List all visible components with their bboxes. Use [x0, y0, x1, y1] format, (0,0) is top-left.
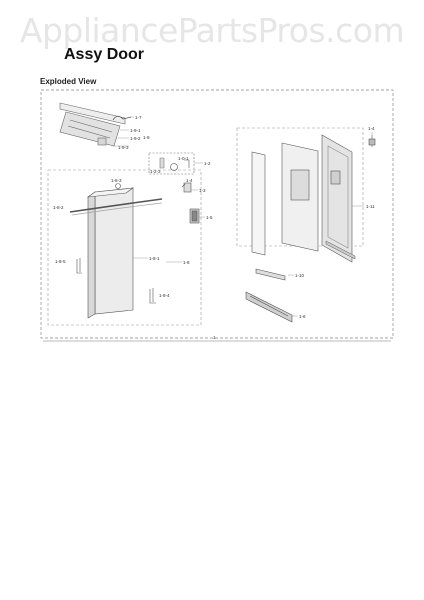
bracket-part [189, 208, 200, 224]
callout-1-8-3: 1-8-3 [111, 178, 122, 183]
gasket-strip [255, 268, 286, 281]
callout-1-4-right: 1-4 [368, 126, 375, 131]
left-group-frame [47, 169, 202, 326]
callout-1-4-left: 1-4 [186, 178, 193, 183]
callout-1-9-1: 1-9-1 [130, 128, 141, 133]
hinge-kit [148, 152, 195, 175]
callout-1-2-3: 1-2-3 [150, 169, 161, 174]
watermark: AppliancePartsPros.com [19, 11, 405, 50]
leader-lines [112, 116, 373, 317]
inner-door-liner [251, 134, 353, 263]
liner-strip [325, 240, 356, 260]
door-cap-assembly [59, 102, 126, 147]
callout-1-8-2: 1-8-2 [53, 205, 64, 210]
callout-1-9-3: 1-9-3 [118, 145, 129, 150]
callout-1-8-4: 1-8-4 [159, 293, 170, 298]
callout-1-7: 1-7 [135, 115, 142, 120]
callout-1-8: 1-8 [183, 260, 190, 265]
callout-1-10: 1-10 [295, 273, 305, 278]
callout-1-3: 1-3 [199, 188, 206, 193]
callout-1-9-2: 1-9-2 [130, 136, 141, 141]
hinge-cap-part [368, 135, 376, 147]
callout-1-5: 1-5 [206, 215, 213, 220]
outer-frame [40, 89, 394, 339]
callout-1: 1 [213, 335, 216, 340]
door-panel-assembly [69, 183, 163, 319]
callout-1-8-5: 1-8-5 [55, 259, 66, 264]
callout-1-11: 1-11 [366, 204, 375, 209]
diagram-title: Assy Door [64, 46, 145, 63]
callout-1-8-1: 1-8-1 [149, 256, 160, 261]
bottom-trim [245, 291, 293, 323]
callout-1-9: 1-9 [143, 135, 150, 140]
hinge-pin-part [112, 115, 132, 121]
callout-1-6: 1-6 [299, 314, 306, 319]
clip-part [181, 182, 192, 193]
view-label: Exploded View [40, 77, 97, 86]
callout-1-0-1: 1-0-1 [178, 156, 189, 161]
callout-1-2: 1-2 [204, 161, 211, 166]
